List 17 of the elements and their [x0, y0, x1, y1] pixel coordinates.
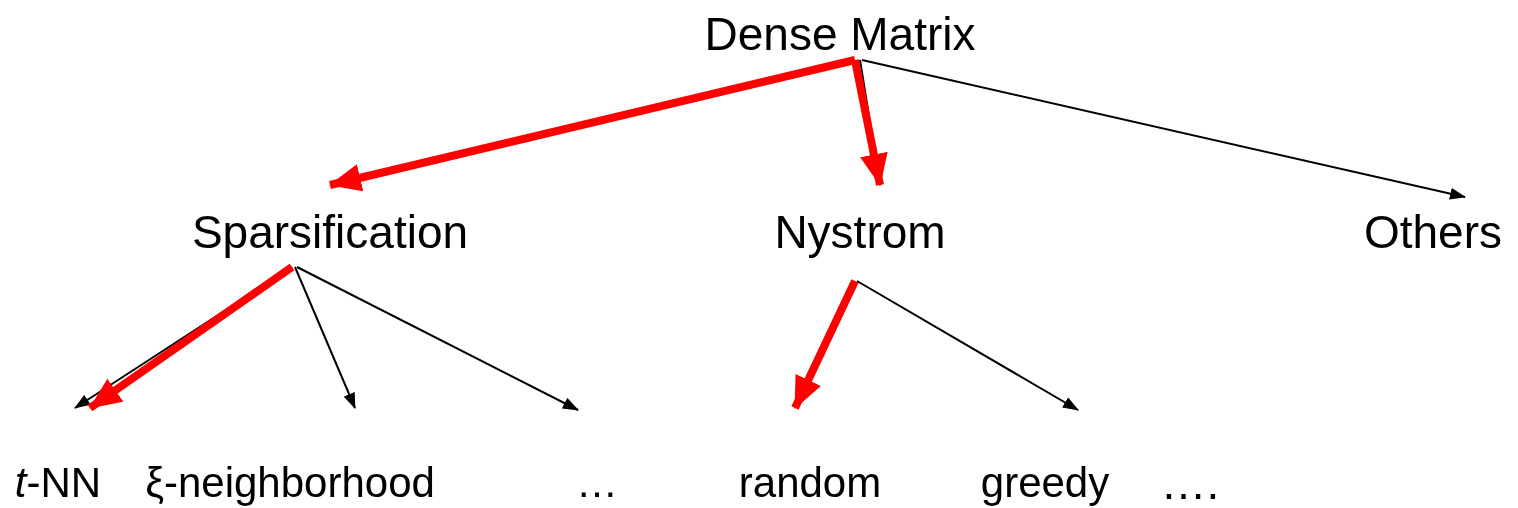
- node-label: Dense Matrix: [704, 10, 976, 60]
- arrow: [856, 280, 1079, 411]
- arrow: [861, 59, 1466, 200]
- node-label: Others: [1364, 197, 1502, 256]
- node-label: greedy: [980, 410, 1110, 507]
- arrow: [329, 56, 856, 192]
- node-label: Nystrom: [774, 185, 946, 281]
- node-label: random: [738, 408, 882, 507]
- arrow: [296, 266, 579, 411]
- arrow: [294, 266, 356, 409]
- node-label: t-NN: [14, 408, 102, 507]
- node-label: Sparsification: [191, 185, 469, 267]
- ellipsis-text: ….: [1160, 459, 1220, 507]
- node-label: ξ-neighborhood: [145, 408, 435, 507]
- arrow: [791, 279, 859, 410]
- arrow: [851, 59, 888, 186]
- node-label: …: [576, 410, 618, 507]
